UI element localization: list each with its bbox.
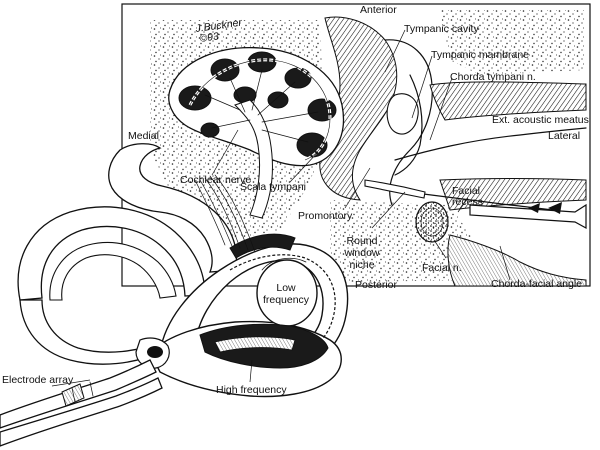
cochlear-nerve-bundle — [194, 174, 256, 253]
label-facial-nerve: Facial n. — [422, 262, 462, 274]
mastoid-bone — [447, 234, 587, 287]
leader-cochlear-nerve — [211, 129, 239, 176]
artist-signature-year: ©93 — [199, 30, 220, 45]
tympanic-membrane — [394, 74, 423, 176]
label-medial: Medial — [128, 130, 159, 142]
semicircular-canals — [108, 143, 238, 273]
label-low-frequency-2: frequency — [263, 294, 310, 306]
labels: Anterior Tympanic cavity Tympanic mambra… — [2, 4, 589, 396]
label-chorda-tympani: Chorda tympani n. — [450, 71, 536, 83]
tympanic-wall — [319, 16, 398, 201]
label-low-frequency-1: Low — [276, 282, 296, 294]
label-round-window-1: Round — [347, 235, 378, 247]
label-round-window-3: niche — [349, 259, 374, 271]
facial-nerve-inner — [420, 207, 444, 237]
inset-electrode — [364, 179, 426, 199]
nerve-fibers — [204, 69, 319, 143]
leader-tympanic-cavity — [384, 29, 406, 73]
leader-promontory — [344, 167, 371, 209]
leader-round-window — [371, 191, 406, 229]
electrode-lead-band — [71, 381, 94, 403]
label-tympanic-membrane: Tympanic mambrane — [431, 49, 529, 61]
label-posterior: Posterior — [355, 279, 398, 291]
leader-chorda-facial-angle — [499, 245, 511, 281]
label-tympanic-cavity: Tympanic cavity — [404, 23, 479, 35]
scala-basal-hatching — [214, 336, 296, 353]
canal-inner-curve — [49, 241, 177, 301]
label-electrode-array: Electrode array — [2, 374, 74, 386]
label-round-window-2: window — [343, 247, 379, 259]
leader-electrode-array — [51, 379, 91, 387]
temporal-bone-stipple-right — [440, 10, 585, 75]
leader-lines — [51, 29, 511, 387]
leader-chorda-tympani — [429, 77, 453, 141]
electrode-lead-tip — [61, 383, 85, 407]
label-promontory: Promontory — [298, 210, 353, 222]
scala-blob-9 — [200, 122, 220, 138]
label-facial-recess-1: Facial — [452, 185, 480, 197]
ossicle-shape — [386, 93, 419, 135]
label-ext-acoustic-meatus: Ext. acoustic meatus — [492, 114, 589, 126]
label-cochlear-nerve: Cochlear nerve — [180, 174, 251, 186]
label-facial-recess-2: recess — [452, 196, 483, 208]
inset-panel: J.Buckner ©93 — [121, 3, 591, 287]
label-scala-tympani: Scala tympani — [240, 181, 306, 193]
scala-blob-5 — [307, 98, 337, 122]
cochlea-cross-section — [168, 46, 345, 219]
label-anterior: Anterior — [360, 4, 397, 16]
scala-blob-8 — [267, 91, 289, 109]
chorda-tympani-nerve — [394, 127, 587, 161]
ear-canal-upper — [429, 81, 587, 121]
leader-high-frequency — [249, 359, 253, 383]
scala-blob-4 — [284, 67, 312, 89]
label-high-frequency: High frequency — [216, 384, 287, 396]
drill-tip-2 — [528, 203, 540, 213]
label-chorda-facial-angle: Chorda-facial angle — [491, 278, 582, 290]
tympanic-cavity-outline — [384, 39, 433, 206]
electrode-lead-lower — [0, 377, 163, 447]
surgical-drill — [469, 203, 587, 230]
inner-ear-main — [17, 143, 349, 398]
drill-tip — [548, 202, 562, 214]
round-window-dark — [147, 346, 163, 358]
electrode-in-scala-outline — [189, 59, 331, 161]
label-lateral: Lateral — [548, 130, 580, 142]
apical-inner-arc — [261, 257, 307, 271]
leader-scala-tympani — [289, 151, 319, 183]
leader-tympanic-membrane — [411, 55, 433, 119]
modiolus — [234, 99, 273, 219]
electrode-array-lead — [0, 359, 163, 447]
leader-facial-nerve — [433, 239, 447, 259]
leader-facial-recess — [457, 197, 469, 213]
